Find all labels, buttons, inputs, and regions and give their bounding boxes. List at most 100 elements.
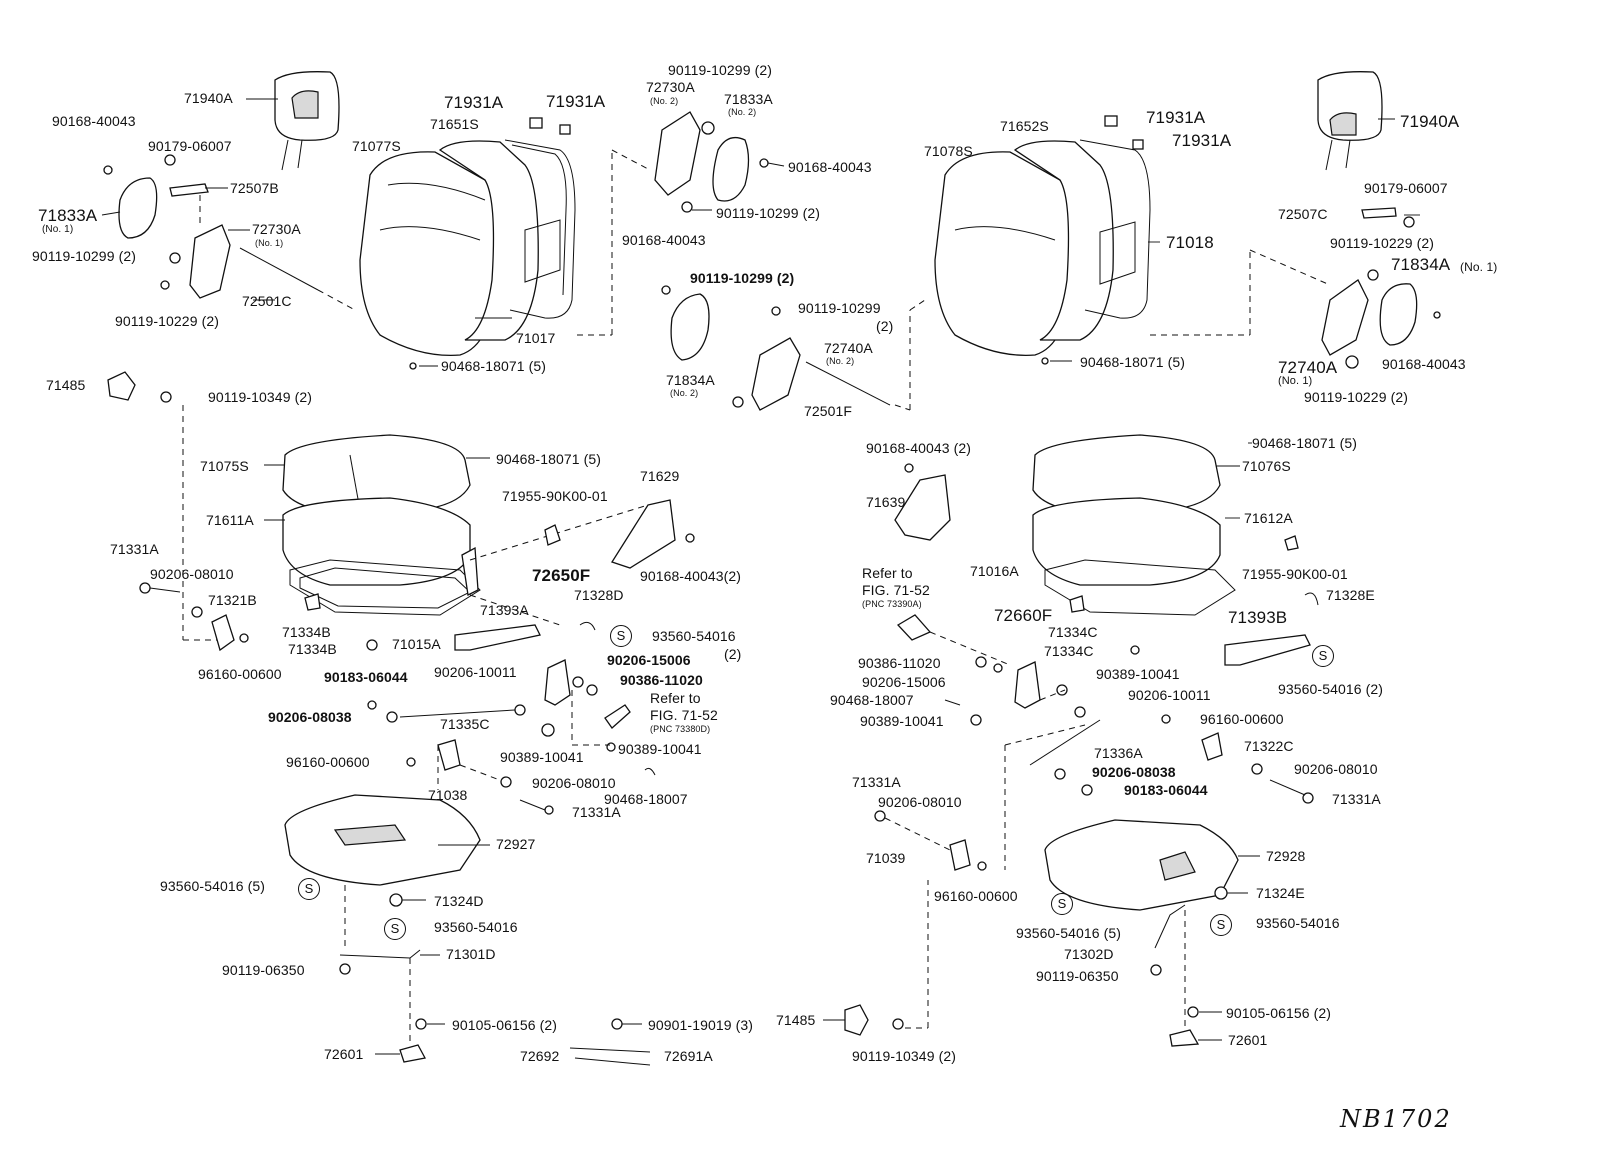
label-72928: 72928: [1266, 848, 1306, 864]
bracket-72660f: [1014, 661, 1041, 709]
label-90901-19019-3: 90901-19019 (3): [648, 1017, 754, 1033]
bracket-71639: [894, 474, 951, 541]
pad-71611a: [282, 497, 471, 586]
cover-71834a-no1: [1379, 283, 1418, 346]
label-90179-06007-b: 90179-06007: [1364, 180, 1448, 196]
label-90119-10299-2-c: 90119-10299 (2): [716, 205, 820, 221]
label-72740a-no2: 72740A: [824, 340, 873, 356]
label-no1-d: (No. 1): [1278, 375, 1313, 387]
label-71931a-c: 71931A: [1146, 108, 1206, 127]
label-90389-10041-c: 90389-10041: [860, 713, 944, 729]
label-93560-54016-b: 93560-54016: [434, 919, 518, 935]
strap-71302d: [1154, 904, 1186, 949]
label-71335c: 71335C: [440, 716, 490, 732]
label-72730a-no2: 72730A: [646, 79, 695, 95]
label-71301d: 71301D: [446, 946, 496, 962]
cover-71833a-no1: [118, 177, 158, 239]
lever-71393b: [1224, 634, 1311, 666]
s-mark-3: S: [384, 918, 406, 940]
label-71336a: 71336A: [1094, 745, 1143, 761]
label-90389-10041-a: 90389-10041: [618, 741, 702, 757]
label-90206-08038-b: 90206-08038: [1092, 764, 1176, 780]
label-90119-06350-a: 90119-06350: [222, 962, 305, 978]
label-2-a: (2): [876, 318, 894, 334]
s-mark-2: S: [298, 878, 320, 900]
label-72601-b: 72601: [1228, 1032, 1268, 1048]
label-71334c-b: 71334C: [1044, 643, 1094, 659]
label-71834a-no1: 71834A: [1391, 255, 1451, 274]
pad-71612a: [1032, 497, 1221, 586]
label-72740a-no1: 72740A: [1278, 358, 1338, 377]
label-71955-b: 71955-90K00-01: [1242, 566, 1348, 582]
label-71078s: 71078S: [924, 143, 973, 159]
label-71077s: 71077S: [352, 138, 401, 154]
label-71075s: 71075S: [200, 458, 249, 474]
bracket-71039: [949, 839, 971, 871]
hinge-72730a-no1: [189, 224, 231, 299]
frame-71017-drawing: [504, 117, 576, 319]
seatback-71078s-drawing: [934, 151, 1074, 356]
diagram-code: NB1702: [1340, 1105, 1452, 1133]
bracket-72601-a: [399, 1044, 426, 1063]
label-90119-10299-2-b: 90119-10299 (2): [668, 62, 772, 78]
label-refer-a1: Refer to: [650, 690, 701, 706]
hinge-72740a-no2: [751, 337, 801, 411]
label-71652s: 71652S: [1000, 118, 1049, 134]
bracket-72601-b: [1169, 1029, 1200, 1047]
label-96160-00600-d: 96160-00600: [934, 888, 1018, 904]
label-no2-d: (No. 2): [670, 388, 699, 398]
label-71611a: 71611A: [206, 512, 254, 528]
label-no1-b: (No. 1): [255, 238, 284, 248]
label-93560-54016-a: 93560-54016: [652, 628, 736, 644]
label-90206-08038-a: 90206-08038: [268, 709, 352, 725]
label-no2-c: (No. 2): [826, 356, 855, 366]
label-90119-10299-2-a: 90119-10299 (2): [32, 248, 136, 264]
label-93560-54016-5-b: 93560-54016 (5): [1016, 925, 1122, 941]
frame-71015a: [289, 559, 481, 616]
label-90206-08010-c: 90206-08010: [1294, 761, 1378, 777]
hinge-72730a-no2: [654, 111, 701, 196]
label-90468-18007-b: 90468-18007: [830, 692, 914, 708]
label-71321b: 71321B: [208, 592, 257, 608]
label-90206-08010-b: 90206-08010: [532, 775, 616, 791]
label-93560-54016-2-c: 93560-54016 (2): [1278, 681, 1384, 697]
label-71629: 71629: [640, 468, 680, 484]
frame-71016a: [1044, 559, 1236, 616]
label-71322c: 71322C: [1244, 738, 1294, 754]
label-72507b: 72507B: [230, 180, 279, 196]
label-90168-40043-c: 90168-40043: [622, 232, 706, 248]
label-71302d: 71302D: [1064, 946, 1114, 962]
label-72691a: 72691A: [664, 1048, 713, 1064]
strap-71301d: [339, 949, 421, 959]
label-71940a-right: 71940A: [1400, 112, 1460, 131]
bracket-71485-a: [107, 371, 136, 401]
label-90468-18071-5-a: 90468-18071 (5): [441, 358, 547, 374]
label-71612a: 71612A: [1244, 510, 1293, 526]
label-71833a-left: 71833A: [38, 206, 98, 225]
label-71393a: 71393A: [480, 602, 529, 618]
label-72501c: 72501C: [242, 293, 292, 309]
label-71931a-b: 71931A: [546, 92, 606, 111]
label-pnc-a: (PNC 73380D): [650, 724, 711, 734]
label-no2-b: (No. 2): [728, 107, 757, 117]
hinge-72740a-no1: [1321, 279, 1369, 356]
bracket-72650f: [544, 659, 571, 706]
label-72692: 72692: [520, 1048, 560, 1064]
label-refer-b2: FIG. 71-52: [862, 582, 930, 598]
label-71485-b: 71485: [776, 1012, 816, 1028]
bracket-71485-b: [844, 1004, 869, 1036]
label-90386-11020-b: 90386-11020: [858, 655, 941, 671]
pad-71652s: [1013, 140, 1114, 341]
label-71016a: 71016A: [970, 563, 1019, 579]
label-71334b-b: 71334B: [288, 641, 337, 657]
label-90468-18071-5-b: 90468-18071 (5): [1080, 354, 1186, 370]
label-72507c: 72507C: [1278, 206, 1328, 222]
label-71639: 71639: [866, 494, 906, 510]
bracket-71321b: [211, 614, 235, 652]
label-71940a-left: 71940A: [184, 90, 233, 106]
label-96160-00600-c: 96160-00600: [1200, 711, 1284, 727]
cover-71834a-no2: [670, 293, 710, 361]
label-71038: 71038: [428, 787, 468, 803]
s-mark-6: S: [1210, 914, 1232, 936]
